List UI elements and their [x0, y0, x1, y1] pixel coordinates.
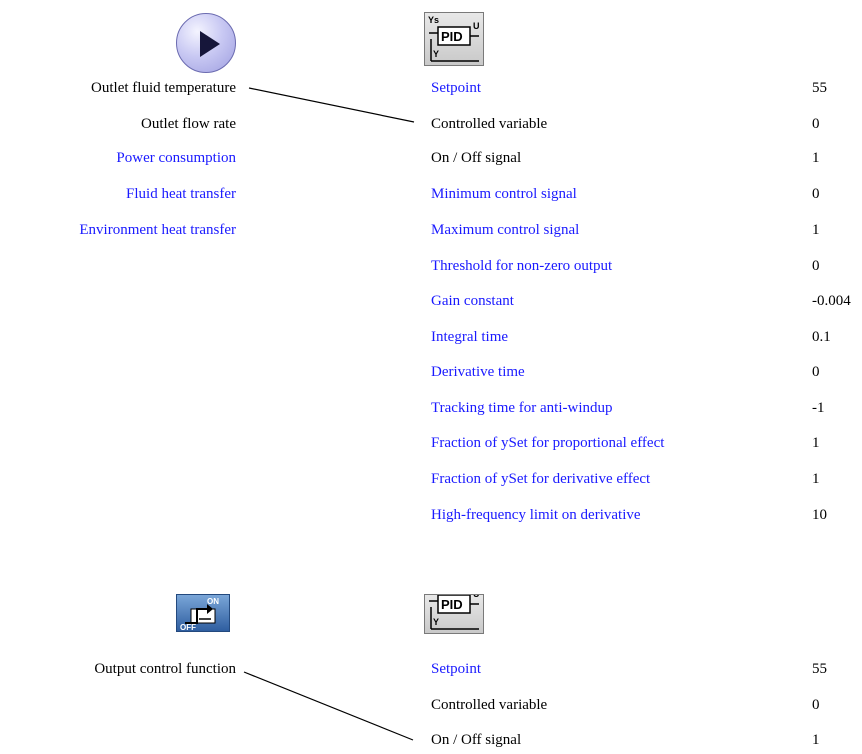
pid1-param-minimum-control-signal[interactable]: Minimum control signal	[431, 186, 577, 202]
play-icon[interactable]	[176, 13, 236, 73]
pid1-value-gain-constant[interactable]: -0.004	[812, 293, 851, 309]
pid1-value-minimum-control-signal[interactable]: 0	[812, 186, 820, 202]
on-off-switch-icon[interactable]: ON OFF	[176, 594, 230, 632]
on-off-icon-off-text: OFF	[180, 623, 196, 632]
pid1-param-tracking-time-anti-windup[interactable]: Tracking time for anti-windup	[431, 400, 613, 416]
pid1-param-fraction-yset-proportional[interactable]: Fraction of ySet for proportional effect	[431, 435, 665, 451]
pid-icon-pid-text: PID	[441, 29, 463, 44]
pid1-param-gain-constant[interactable]: Gain constant	[431, 293, 514, 309]
pid1-param-on-off-signal[interactable]: On / Off signal	[431, 150, 522, 166]
pid-controller-icon[interactable]: Ys U PID Y	[424, 12, 484, 66]
pid-controller-icon[interactable]: U PID Y	[424, 594, 484, 634]
output-label-fluid-heat-transfer[interactable]: Fluid heat transfer	[126, 186, 236, 202]
pid2-param-on-off-signal[interactable]: On / Off signal	[431, 732, 522, 748]
pid1-value-fraction-yset-proportional[interactable]: 1	[812, 435, 820, 451]
pid1-param-fraction-yset-derivative[interactable]: Fraction of ySet for derivative effect	[431, 471, 651, 487]
pid1-param-maximum-control-signal[interactable]: Maximum control signal	[431, 222, 580, 238]
pid1-value-on-off-signal[interactable]: 1	[812, 150, 820, 166]
pid-icon-ys-text: Ys	[428, 15, 439, 25]
pid-icon-y-text: Y	[433, 617, 439, 627]
pid1-param-setpoint[interactable]: Setpoint	[431, 80, 482, 96]
pid1-value-derivative-time[interactable]: 0	[812, 364, 820, 380]
pid1-value-integral-time[interactable]: 0.1	[812, 329, 831, 345]
output-label-power-consumption[interactable]: Power consumption	[116, 150, 236, 166]
pid2-value-controlled-variable[interactable]: 0	[812, 697, 820, 713]
pid1-value-maximum-control-signal[interactable]: 1	[812, 222, 820, 238]
pid2-param-controlled-variable[interactable]: Controlled variable	[431, 697, 548, 713]
pid-icon-u-text: U	[473, 21, 480, 31]
connection-line-output-control-to-onoff	[243, 671, 414, 741]
pid1-param-controlled-variable[interactable]: Controlled variable	[431, 116, 548, 132]
on-off-icon-on-text: ON	[207, 597, 219, 606]
pid1-param-high-frequency-limit[interactable]: High-frequency limit on derivative	[431, 507, 641, 523]
pid2-value-on-off-signal[interactable]: 1	[812, 732, 820, 748]
pid2-value-setpoint[interactable]: 55	[812, 661, 827, 677]
output-label-environment-heat-transfer[interactable]: Environment heat transfer	[79, 222, 236, 238]
pid1-value-controlled-variable[interactable]: 0	[812, 116, 820, 132]
pid1-value-high-frequency-limit[interactable]: 10	[812, 507, 827, 523]
pid1-value-threshold-non-zero-output[interactable]: 0	[812, 258, 820, 274]
pid-icon-pid-text: PID	[441, 597, 463, 612]
pid1-value-setpoint[interactable]: 55	[812, 80, 827, 96]
output-label-output-control-function[interactable]: Output control function	[94, 661, 236, 677]
pid-icon-u-text: U	[473, 595, 480, 599]
pid1-param-derivative-time[interactable]: Derivative time	[431, 364, 525, 380]
pid1-param-threshold-non-zero-output[interactable]: Threshold for non-zero output	[431, 258, 613, 274]
pid2-param-setpoint[interactable]: Setpoint	[431, 661, 482, 677]
pid1-value-fraction-yset-derivative[interactable]: 1	[812, 471, 820, 487]
output-label-outlet-fluid-temperature[interactable]: Outlet fluid temperature	[91, 80, 236, 96]
pid1-param-integral-time[interactable]: Integral time	[431, 329, 509, 345]
pid-icon-y-text: Y	[433, 49, 439, 59]
output-label-outlet-flow-rate[interactable]: Outlet flow rate	[141, 116, 236, 132]
pid1-value-tracking-time-anti-windup[interactable]: -1	[812, 400, 825, 416]
connection-line-temperature-to-controlled-variable	[248, 87, 415, 123]
